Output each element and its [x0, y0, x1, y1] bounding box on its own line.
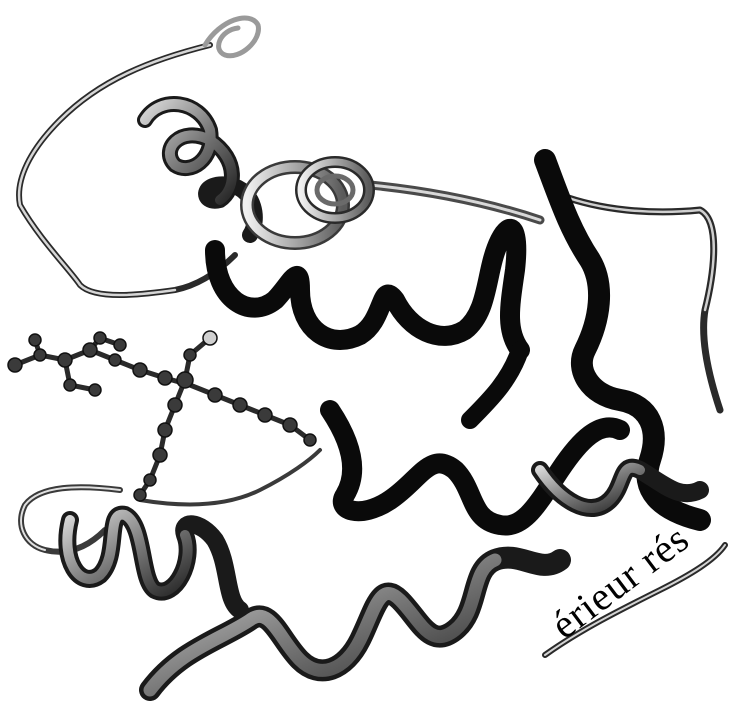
- helix-top-left-front: [140, 99, 237, 205]
- helix-bottom-center-back: [139, 546, 571, 701]
- helix-bottom-left-back: [58, 505, 249, 619]
- helix-coil-inner-highlight: [297, 158, 373, 222]
- center-connector-loop: [138, 448, 322, 507]
- bottom-left-loop-highlight: [20, 486, 121, 551]
- helix-dark-upper-zigzag: [205, 218, 530, 360]
- helix-top-left: [137, 96, 263, 243]
- helix-top-left-back: [137, 96, 263, 243]
- helix-dark-connector: [461, 341, 529, 429]
- helix-bottom-left-front: [62, 509, 193, 597]
- helix-dark-mid-zigzag: [320, 400, 630, 536]
- helix-bottom-center-front: [143, 553, 502, 697]
- right-outer-loop-highlight: [558, 193, 715, 312]
- ligand-atoms: [7, 330, 317, 502]
- ligand-ball-and-stick: [7, 330, 317, 502]
- helix-bottom-center: [139, 458, 709, 701]
- helix-coil-core: [314, 173, 356, 207]
- left-outer-loop-highlight: [17, 43, 212, 297]
- helix-top-end-on: [240, 156, 375, 250]
- upper-right-connector: [365, 180, 545, 225]
- tail-loop-highlight: [544, 544, 726, 656]
- top-coil-loop: [202, 15, 261, 59]
- upper-right-connector-highlight: [368, 183, 542, 222]
- background-loops: [16, 15, 728, 658]
- helix-bottom-left: [58, 505, 249, 619]
- helix-bottom-right-front: [535, 462, 645, 514]
- helix-dark-main: [205, 149, 711, 536]
